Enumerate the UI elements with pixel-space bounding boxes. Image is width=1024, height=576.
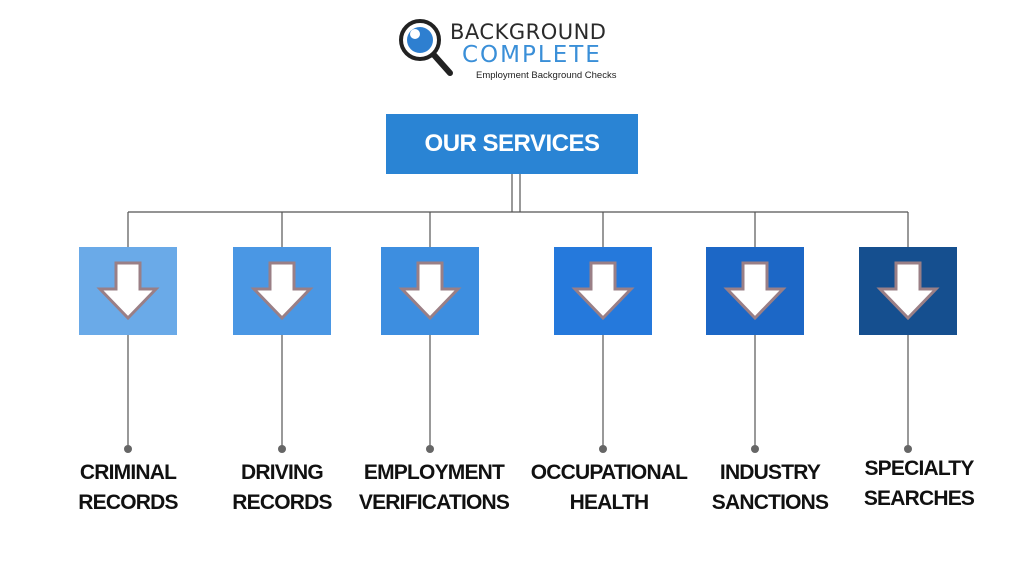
down-arrow-icon <box>876 261 940 321</box>
service-label-criminal-records: CRIMINAL RECORDS <box>43 458 213 518</box>
service-label-line1: EMPLOYMENT <box>363 461 505 484</box>
service-box-driving-records[interactable] <box>233 247 331 335</box>
logo: BACKGROUND COMPLETE Employment Backgroun… <box>398 14 658 84</box>
down-arrow-icon <box>96 261 160 321</box>
service-label-line1: OCCUPATIONAL <box>530 461 688 484</box>
service-box-occupational-health[interactable] <box>554 247 652 335</box>
service-box-criminal-records[interactable] <box>79 247 177 335</box>
logo-line2: COMPLETE <box>462 42 602 68</box>
service-box-employment-verifications[interactable] <box>381 247 479 335</box>
down-arrow-icon <box>723 261 787 321</box>
logo-tagline: Employment Background Checks <box>476 70 617 81</box>
service-box-industry-sanctions[interactable] <box>706 247 804 335</box>
service-label-occupational-health: OCCUPATIONAL HEALTH <box>524 458 694 518</box>
service-label-specialty-searches: SPECIALTY SEARCHES <box>834 454 1004 514</box>
service-label-line2: SANCTIONS <box>711 491 829 514</box>
service-label-line1: SPECIALTY <box>864 457 974 480</box>
service-label-line2: RECORDS <box>232 491 332 514</box>
service-label-employment-verifications: EMPLOYMENT VERIFICATIONS <box>349 458 519 518</box>
down-arrow-icon <box>250 261 314 321</box>
service-label-line2: VERIFICATIONS <box>358 491 510 514</box>
service-label-line2: RECORDS <box>78 491 178 514</box>
page-title: OUR SERVICES <box>424 130 600 157</box>
service-label-line1: DRIVING <box>241 461 324 484</box>
service-label-line1: CRIMINAL <box>79 461 177 484</box>
service-box-specialty-searches[interactable] <box>859 247 957 335</box>
service-label-line2: SEARCHES <box>863 487 975 510</box>
title-box: OUR SERVICES <box>386 114 638 174</box>
service-label-line2: HEALTH <box>569 491 650 514</box>
service-label-driving-records: DRIVING RECORDS <box>197 458 367 518</box>
down-arrow-icon <box>398 261 462 321</box>
service-label-industry-sanctions: INDUSTRY SANCTIONS <box>685 458 855 518</box>
magnifier-icon <box>399 19 453 76</box>
service-label-line1: INDUSTRY <box>719 461 821 484</box>
down-arrow-icon <box>571 261 635 321</box>
logo-line1: BACKGROUND <box>450 20 607 44</box>
